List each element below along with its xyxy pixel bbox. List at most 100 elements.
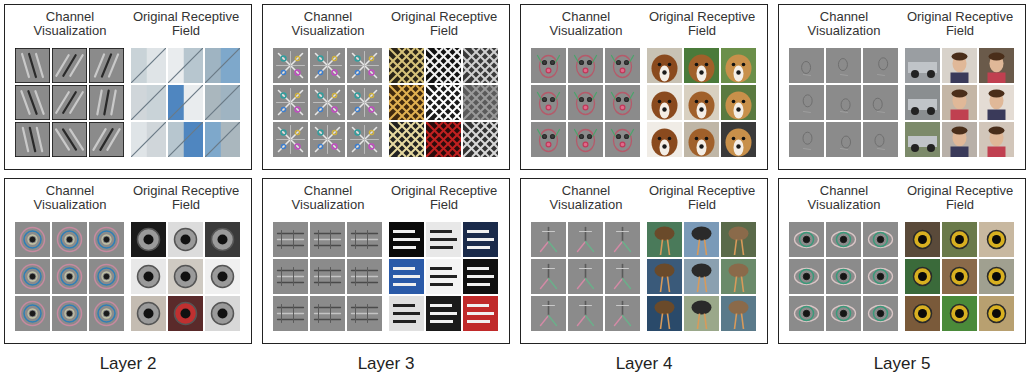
photo-shape: [689, 92, 715, 120]
viz-stroke: [615, 279, 623, 289]
viz-stroke: [36, 54, 43, 77]
photo-line: [463, 85, 498, 120]
receptive-field-image: [463, 222, 498, 257]
photo-patch: [942, 222, 977, 257]
receptive-field-image: [205, 222, 240, 257]
channel-visualization-image: [568, 222, 603, 257]
photo-patch: [131, 296, 166, 331]
photo-line: [463, 122, 498, 157]
photo-patch: [205, 259, 240, 294]
viz-blob: [840, 273, 846, 279]
viz-cell: [568, 222, 603, 257]
photo-patch: [463, 296, 498, 331]
viz-cell: [863, 259, 898, 294]
channel-visualization-image: [310, 85, 345, 120]
photo-patch: [684, 296, 719, 331]
photo-patch: [979, 259, 1014, 294]
viz-cell: [52, 222, 87, 257]
receptive-field-image: [168, 85, 203, 120]
photo-shape: [989, 53, 1005, 61]
viz-cell: [273, 259, 308, 294]
photo-line: [168, 85, 203, 120]
viz-blob: [67, 274, 72, 279]
channel-visualization-image: [789, 85, 824, 120]
receptive-field-image: [131, 296, 166, 331]
viz-cell: [15, 48, 50, 83]
panel-heading: Channel Visualization: [274, 184, 383, 212]
viz-blob: [874, 270, 888, 284]
viz-cell: [789, 222, 824, 257]
photo-patch: [430, 275, 457, 278]
photo-shape: [655, 264, 675, 278]
photo-shape: [652, 129, 678, 157]
channel-visualization-image: [863, 122, 898, 157]
photo-patch: [721, 222, 756, 257]
viz-blob: [295, 130, 299, 134]
channel-visualization-image: [826, 48, 861, 83]
viz-stroke: [841, 149, 848, 150]
viz-blob: [802, 61, 811, 73]
photo-line: [389, 48, 424, 83]
viz-blob: [355, 93, 360, 98]
photo-shape: [662, 144, 666, 148]
viz-blob: [369, 144, 374, 149]
photo-shape: [992, 235, 1001, 244]
receptive-field-image: [684, 85, 719, 120]
viz-cell: [605, 48, 640, 83]
photo-shape: [697, 140, 707, 156]
panel-heading: Channel Visualization: [790, 10, 899, 38]
viz-stroke: [351, 139, 379, 140]
viz-cell: [531, 259, 566, 294]
photo-shape: [955, 235, 964, 244]
photo-shape: [699, 70, 703, 74]
viz-blob: [617, 98, 621, 102]
viz-cell: [863, 48, 898, 83]
viz-stroke: [575, 93, 579, 100]
viz-stroke: [617, 231, 629, 232]
viz-blob: [21, 302, 45, 326]
viz-stroke: [622, 228, 624, 242]
channel-visualization-image: [310, 222, 345, 257]
viz-blob: [295, 144, 300, 149]
panel-heading: Original Receptive Field: [390, 184, 499, 212]
viz-cell: [863, 296, 898, 331]
receptive-field-image: [389, 222, 424, 257]
photo-shape: [734, 66, 744, 82]
photo-shape: [218, 272, 228, 282]
viz-stroke: [70, 55, 82, 76]
photo-line: [668, 240, 670, 256]
photo-line: [463, 48, 498, 83]
viz-blob: [837, 233, 851, 247]
photo-shape: [212, 303, 234, 325]
photo-patch: [942, 48, 977, 83]
receptive-field-image: [168, 296, 203, 331]
viz-blob: [95, 228, 119, 252]
channel-visualization-image: [826, 259, 861, 294]
viz-stroke: [623, 316, 631, 326]
viz-blob: [580, 135, 584, 139]
receptive-field-image: [905, 122, 940, 157]
photo-line: [205, 48, 240, 83]
viz-stroke: [586, 242, 594, 252]
channel-visualization-image: [347, 222, 382, 257]
viz-blob: [877, 273, 883, 279]
photo-line: [490, 122, 498, 157]
photo-shape: [742, 100, 746, 104]
photo-shape: [927, 107, 935, 115]
viz-blob: [281, 70, 285, 74]
channel-visualization-image: [605, 122, 640, 157]
receptive-field-image: [463, 259, 498, 294]
viz-stroke: [56, 129, 69, 149]
viz-blob: [30, 274, 35, 279]
receptive-field-image: [426, 85, 461, 120]
receptive-field-image: [205, 48, 240, 83]
channel-visualization-image: [863, 48, 898, 83]
viz-blob: [795, 306, 819, 322]
photo-shape: [729, 301, 749, 315]
photo-patch: [389, 48, 424, 83]
photo-patch: [721, 122, 756, 157]
viz-blob: [803, 132, 812, 144]
photo-line: [426, 48, 461, 83]
viz-stroke: [575, 130, 579, 137]
viz-stroke: [593, 56, 597, 63]
